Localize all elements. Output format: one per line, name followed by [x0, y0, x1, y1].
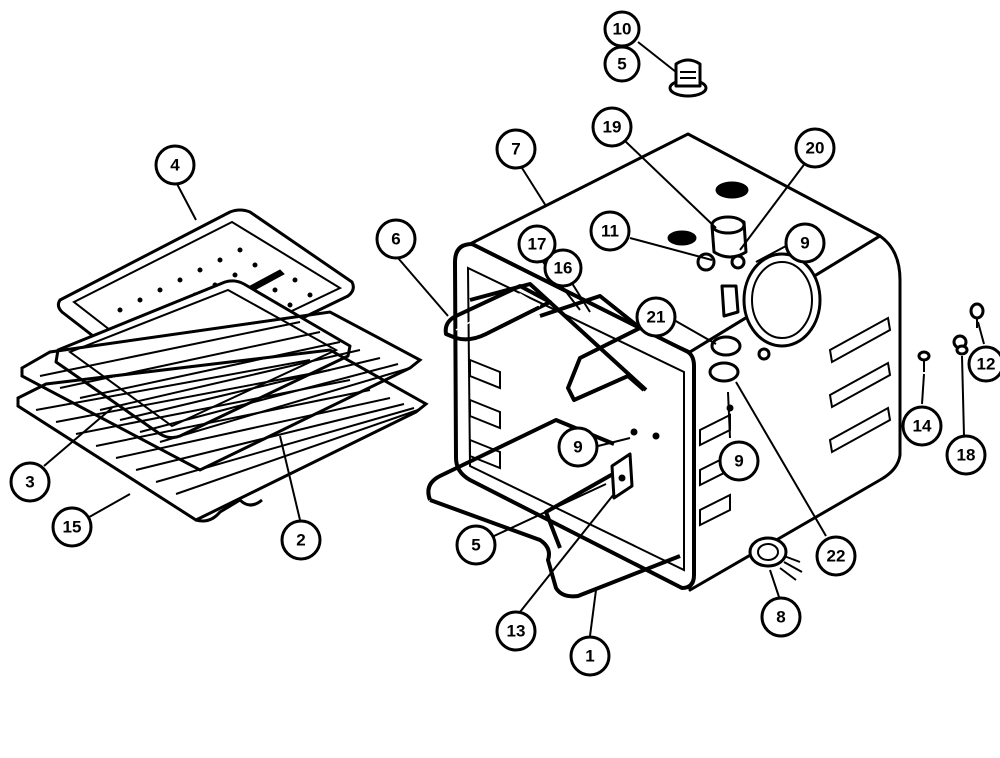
svg-text:9: 9 — [573, 438, 582, 457]
callout-12: 12 — [967, 345, 1000, 383]
callout-11: 11 — [589, 210, 631, 252]
callout-4: 4 — [154, 144, 196, 186]
callout-17: 17 — [517, 224, 557, 264]
svg-text:15: 15 — [63, 518, 82, 537]
svg-text:14: 14 — [913, 417, 932, 436]
svg-text:5: 5 — [471, 536, 480, 555]
svg-text:10: 10 — [613, 20, 632, 39]
leader-lines — [43, 41, 985, 637]
light-socket-8 — [748, 536, 803, 581]
screw-9-rear — [757, 347, 771, 361]
svg-text:9: 9 — [734, 452, 743, 471]
top-vent-right — [715, 181, 749, 199]
svg-text:17: 17 — [528, 235, 547, 254]
oven-rack-lower — [16, 348, 429, 523]
callout-2: 2 — [280, 519, 322, 561]
callout-3: 3 — [9, 461, 51, 503]
top-vent-left — [667, 230, 697, 246]
callout-6: 6 — [375, 218, 417, 260]
callout-10: 10 — [603, 10, 641, 48]
callout-9-upper-right: 9 — [784, 222, 826, 264]
bake-element — [426, 418, 681, 599]
callout-18: 18 — [945, 434, 987, 476]
callout-8: 8 — [760, 596, 802, 638]
grommet-21 — [710, 335, 742, 357]
svg-text:22: 22 — [827, 547, 846, 566]
callout-5-bottom: 5 — [455, 524, 497, 566]
screw-9-front — [630, 404, 734, 440]
callout-22: 22 — [815, 535, 857, 577]
thermostat-housing — [696, 215, 748, 318]
svg-text:21: 21 — [647, 308, 666, 327]
terminal-bracket — [610, 452, 634, 500]
callout-7: 7 — [495, 128, 537, 170]
svg-text:16: 16 — [554, 259, 573, 278]
callout-20: 20 — [794, 127, 836, 169]
callout-14: 14 — [901, 405, 943, 447]
svg-text:6: 6 — [391, 230, 400, 249]
clip-14 — [917, 350, 931, 372]
callout-9-front: 9 — [557, 426, 599, 468]
callout-13: 13 — [495, 610, 537, 652]
svg-text:18: 18 — [957, 446, 976, 465]
oven-cavity — [453, 132, 902, 592]
callout-16: 16 — [543, 248, 583, 288]
callout-15: 15 — [51, 506, 93, 548]
grommet-22 — [708, 361, 740, 383]
svg-text:9: 9 — [800, 234, 809, 253]
svg-text:3: 3 — [25, 473, 34, 492]
svg-text:4: 4 — [170, 156, 180, 175]
callout-19: 19 — [591, 106, 633, 148]
broil-element — [443, 282, 648, 402]
svg-text:13: 13 — [507, 622, 526, 641]
svg-text:20: 20 — [806, 139, 825, 158]
oven-rack-upper — [20, 310, 423, 472]
clip-12 — [969, 302, 985, 328]
svg-text:2: 2 — [296, 531, 305, 550]
callout-21: 21 — [635, 296, 677, 338]
svg-text:7: 7 — [511, 140, 520, 159]
callout-9-lower: 9 — [718, 440, 760, 482]
light-socket-10 — [668, 58, 708, 98]
svg-text:8: 8 — [776, 608, 785, 627]
callout-1: 1 — [569, 635, 611, 677]
svg-text:1: 1 — [585, 647, 594, 666]
callout-5-top: 5 — [603, 45, 641, 83]
svg-text:5: 5 — [617, 55, 626, 74]
rear-opening — [742, 252, 822, 348]
svg-text:12: 12 — [977, 355, 996, 374]
svg-text:11: 11 — [601, 222, 619, 241]
clip-18 — [952, 334, 969, 356]
svg-text:19: 19 — [603, 118, 622, 137]
